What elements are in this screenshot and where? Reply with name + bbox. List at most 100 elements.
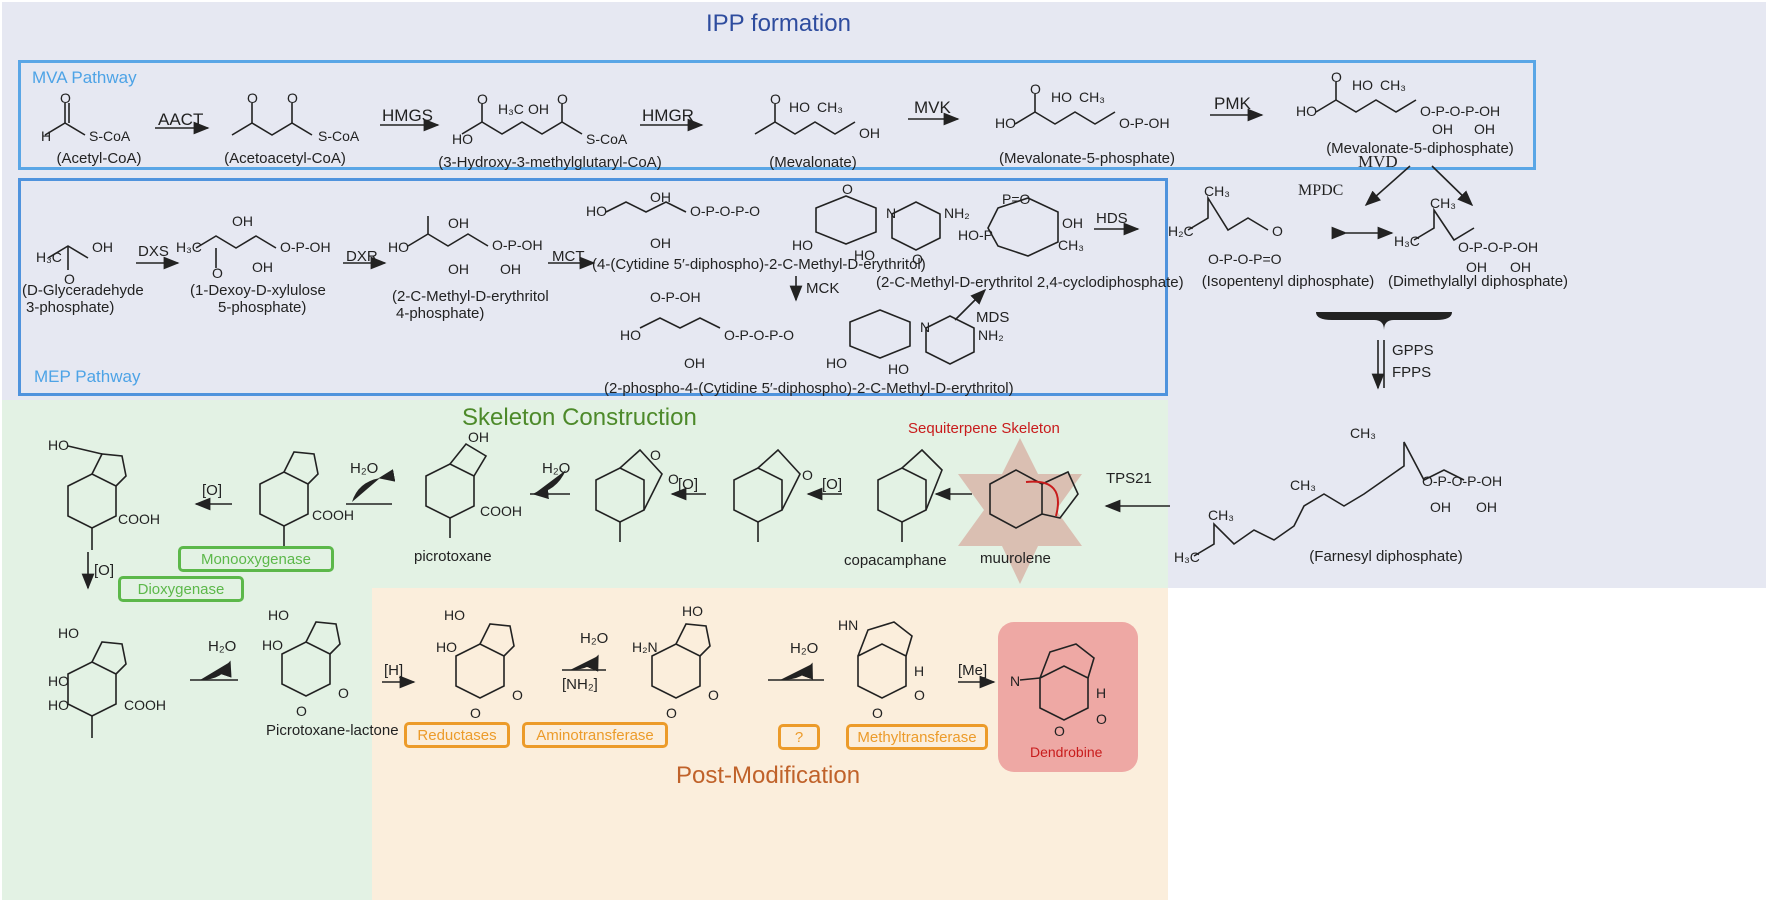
svg-text:O: O (666, 705, 677, 721)
svg-text:OH: OH (1510, 259, 1531, 275)
svg-text:NH₂: NH₂ (978, 327, 1004, 343)
svg-text:COOH: COOH (480, 503, 522, 519)
reagent-amine: [NH₂] (562, 676, 598, 693)
svg-text:OH: OH (232, 213, 253, 229)
enzyme-box-monooxygenase: Monooxygenase (178, 546, 334, 572)
enzyme-tps21: TPS21 (1106, 470, 1152, 487)
svg-text:O-P-OH: O-P-OH (1119, 115, 1170, 131)
svg-text:H₃C: H₃C (1174, 549, 1200, 565)
svg-text:HO: HO (789, 99, 810, 115)
monooxygenase-product-structure: COOH (259, 451, 354, 546)
svg-text:O-P-O-P-O: O-P-O-P-O (690, 203, 760, 219)
svg-text:O-P-O-P-O: O-P-O-P-O (724, 327, 794, 343)
svg-text:COOH: COOH (118, 511, 160, 527)
compound-label-mevalonate-5-diphosphate: (Mevalonate-5-diphosphate) (1326, 140, 1514, 157)
svg-text:N: N (886, 205, 896, 221)
post-modification-title: Post-Modification (676, 762, 861, 789)
svg-text:O: O (1054, 723, 1065, 739)
svg-text:H₂N: H₂N (632, 639, 658, 655)
svg-text:HN: HN (838, 617, 858, 633)
mva-pathway-frame (18, 60, 1536, 170)
compound-label-mep-line2: 4-phosphate) (396, 305, 485, 322)
svg-text:HO: HO (995, 115, 1016, 131)
sesquiterpene-star-highlight (958, 438, 1082, 584)
compound-label-copacamphane: copacamphane (844, 552, 947, 569)
svg-text:CH₃: CH₃ (1204, 183, 1230, 199)
svg-text:O: O (914, 687, 925, 703)
svg-text:O: O (802, 467, 813, 483)
compound-label-dmapp: (Dimethylallyl diphosphate) (1387, 273, 1569, 290)
enzyme-box-unknown: ? (778, 724, 820, 750)
svg-text:H₃C: H₃C (176, 239, 202, 255)
svg-text:HO: HO (586, 203, 607, 219)
svg-text:HO: HO (262, 637, 283, 653)
enzyme-hmgs: HMGS (382, 106, 433, 125)
svg-text:S-CoA: S-CoA (586, 131, 628, 147)
skeleton-lower-region (2, 588, 372, 900)
svg-text:O: O (708, 687, 719, 703)
svg-text:CH₃: CH₃ (1208, 507, 1234, 523)
compound-label-mevalonate-5-phosphate: (Mevalonate-5-phosphate) (999, 150, 1175, 167)
svg-text:OH: OH (1466, 259, 1487, 275)
svg-text:OH: OH (859, 125, 880, 141)
enzyme-box-aminotransferase: Aminotransferase (522, 722, 668, 748)
compound-label-acetyl-coa: (Acetyl-CoA) (56, 150, 142, 167)
enzyme-dxr: DXR (346, 248, 378, 265)
svg-text:HO: HO (792, 237, 813, 253)
svg-text:HO-P: HO-P (958, 227, 993, 243)
compound-label-mevalonate: (Mevalonate) (769, 154, 857, 171)
svg-text:OH: OH (1432, 121, 1453, 137)
compound-label-mecpp: (2-C-Methyl-D-erythritol 2,4-cyclodiphos… (876, 274, 1184, 291)
svg-text:P=O: P=O (1002, 191, 1031, 207)
svg-text:COOH: COOH (124, 697, 166, 713)
water-label-3: H₂O (208, 638, 237, 655)
svg-text:O: O (842, 181, 853, 197)
svg-text:H₃C: H₃C (36, 249, 62, 265)
svg-text:OH: OH (92, 239, 113, 255)
compound-label-cdp-me: (4-(Cytidine 5′-diphospho)-2-C-Methyl-D-… (592, 256, 926, 273)
svg-text:OH: OH (448, 261, 469, 277)
svg-text:OH: OH (650, 189, 671, 205)
svg-text:HO: HO (854, 247, 875, 263)
svg-text:OH: OH (500, 261, 521, 277)
enzyme-box-reductases: Reductases (404, 722, 510, 748)
water-label-4: H₂O (580, 630, 609, 647)
svg-text:O: O (872, 705, 883, 721)
svg-text:H₃C: H₃C (1394, 233, 1420, 249)
compound-label-picrotoxane: picrotoxane (414, 548, 492, 565)
svg-text:S-CoA: S-CoA (89, 128, 131, 144)
svg-text:O-P-OH: O-P-OH (650, 289, 701, 305)
enzyme-mds: MDS (976, 309, 1010, 326)
svg-text:CH₃: CH₃ (1079, 89, 1105, 105)
svg-text:O-P-O-P-OH: O-P-O-P-OH (1420, 103, 1500, 119)
water-label-2: H₂O (350, 460, 379, 477)
enzyme-pmk: PMK (1214, 94, 1251, 113)
svg-text:H: H (1096, 685, 1106, 701)
svg-text:O: O (912, 251, 923, 267)
svg-text:HO: HO (48, 437, 69, 453)
enzyme-mvk: MVK (914, 98, 951, 117)
svg-text:O: O (557, 91, 568, 107)
svg-text:O: O (1096, 711, 1107, 727)
compound-label-fpp: (Farnesyl diphosphate) (1309, 548, 1463, 565)
compound-label-dxp-line2: 5-phosphate) (218, 299, 307, 316)
svg-text:HO: HO (1051, 89, 1072, 105)
svg-text:OH: OH (528, 101, 549, 117)
svg-text:OH: OH (684, 355, 705, 371)
mva-pathway-title: MVA Pathway (32, 68, 137, 87)
compound-label-ipp: (Isopentenyl diphosphate) (1201, 273, 1375, 290)
svg-text:O-P-O-P=O: O-P-O-P=O (1208, 251, 1282, 267)
svg-text:OH: OH (468, 429, 489, 445)
